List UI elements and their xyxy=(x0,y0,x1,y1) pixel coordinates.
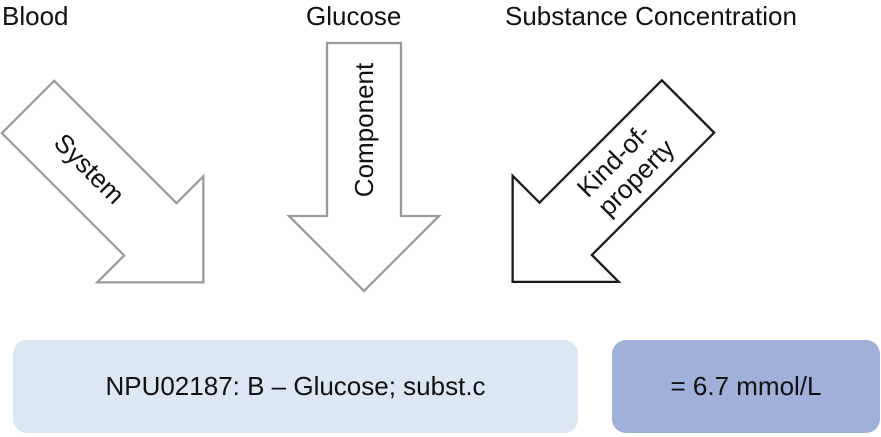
system-concept-label: Blood xyxy=(2,1,69,31)
npu-code-box: NPU02187: B – Glucose; subst.c xyxy=(13,340,578,433)
component-arrow: Component xyxy=(286,41,442,293)
system-arrow: System xyxy=(0,79,205,284)
result-value-box: = 6.7 mmol/L xyxy=(612,340,880,433)
result-value-text: = 6.7 mmol/L xyxy=(670,371,822,401)
component-arrow-shape xyxy=(286,41,442,293)
kind-of-property-arrow-shape xyxy=(511,78,716,284)
npu-code-text: NPU02187: B – Glucose; subst.c xyxy=(105,371,486,401)
component-arrow-label: Component xyxy=(349,62,379,197)
property-concept-label: Substance Concentration xyxy=(505,1,797,31)
kind-of-property-arrow: Kind-of- property xyxy=(511,78,716,284)
component-concept-label: Glucose xyxy=(306,1,402,31)
system-arrow-shape xyxy=(0,79,205,284)
